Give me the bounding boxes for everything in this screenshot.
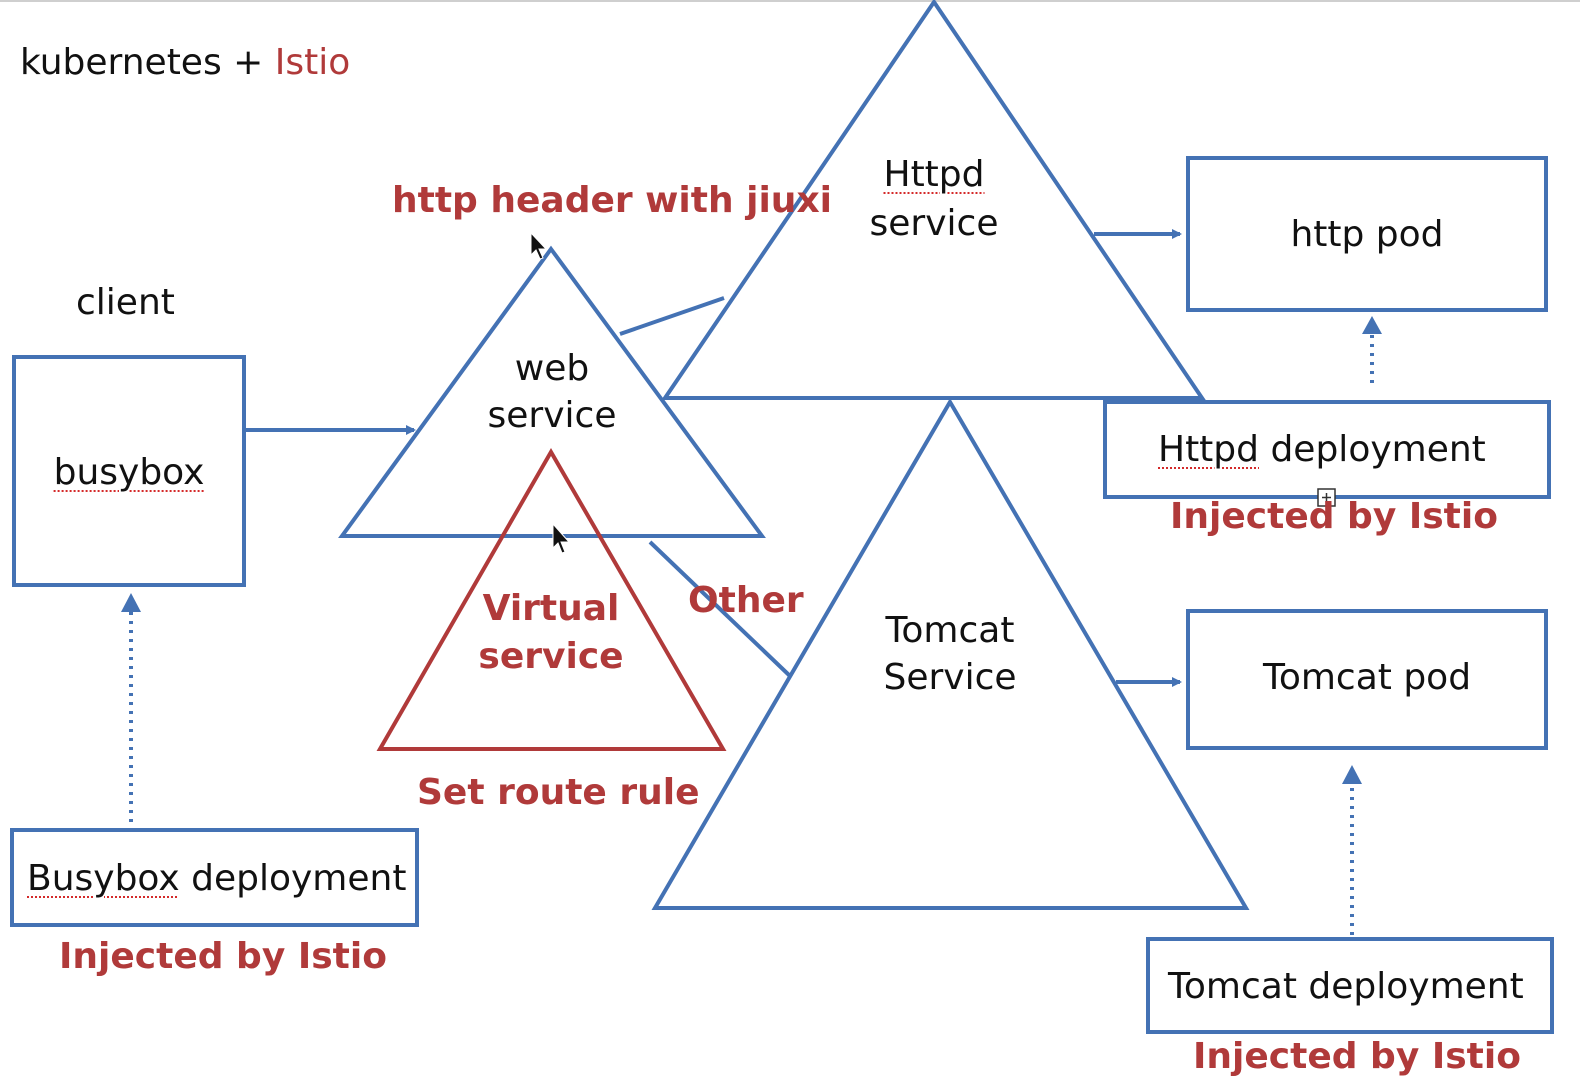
cursor-arrow-icon	[552, 522, 571, 554]
title-highlight: Istio	[274, 42, 351, 83]
cursor-arrow-icon	[530, 231, 548, 260]
virtual-service-label-line2: service	[478, 636, 624, 677]
virtual-service-label-line1: Virtual	[482, 588, 620, 629]
httpd-service-triangle	[661, 0, 1206, 400]
tomcat-deployment-label: Tomcat deployment	[1168, 966, 1524, 1007]
set-route-rule-annotation: Set route rule	[417, 772, 700, 813]
other-annotation: Other	[688, 580, 804, 621]
injected-tomcat-annotation: Injected by Istio	[1193, 1036, 1521, 1077]
busybox-label: busybox	[53, 452, 205, 493]
title-prefix: kubernetes +	[20, 42, 275, 83]
tomcat-service-label-line2: Service	[883, 657, 1017, 698]
busybox-deployment-box	[10, 828, 419, 927]
tomcat-pod-label: Tomcat pod	[1262, 657, 1472, 698]
httpd-word: Httpd	[1158, 429, 1260, 470]
deployment-word: deployment	[179, 858, 407, 899]
busybox-deployment-label: Busybox deployment	[27, 858, 406, 899]
busybox-box	[12, 355, 246, 587]
httpd-deployment-label: Httpd deployment	[1158, 429, 1486, 470]
tomcat-service-label-line1: Tomcat	[885, 610, 1015, 651]
dotted-arrowhead-httpd	[1362, 316, 1382, 334]
web-service-label-line2: service	[487, 395, 617, 436]
web-service-label-line1: web	[514, 348, 590, 389]
tomcat-service-triangle	[651, 398, 1250, 910]
diagram-title: kubernetes + Istio	[20, 42, 350, 83]
httpd-service-label-line2: service	[869, 203, 999, 244]
http-pod-label: http pod	[1290, 214, 1444, 255]
injected-httpd-annotation: Injected by Istio	[1170, 496, 1498, 537]
deployment-word: deployment	[1259, 429, 1486, 470]
dotted-arrowhead-tomcat	[1342, 765, 1362, 784]
http-pod-box	[1186, 156, 1548, 312]
line-web-to-tomcat	[648, 540, 792, 678]
injected-busybox-annotation: Injected by Istio	[59, 936, 387, 977]
tomcat-deployment-box	[1146, 937, 1554, 1034]
http-header-annotation: http header with jiuxi	[392, 180, 832, 221]
virtual-service-triangle	[376, 448, 727, 751]
tomcat-pod-box	[1186, 609, 1548, 750]
line-web-to-httpd	[619, 296, 725, 336]
client-label: client	[76, 282, 175, 323]
web-service-triangle	[338, 245, 766, 538]
dotted-arrowhead-busybox	[121, 593, 141, 612]
busybox-word: Busybox	[27, 858, 180, 899]
httpd-service-label-line1: Httpd	[883, 154, 985, 195]
